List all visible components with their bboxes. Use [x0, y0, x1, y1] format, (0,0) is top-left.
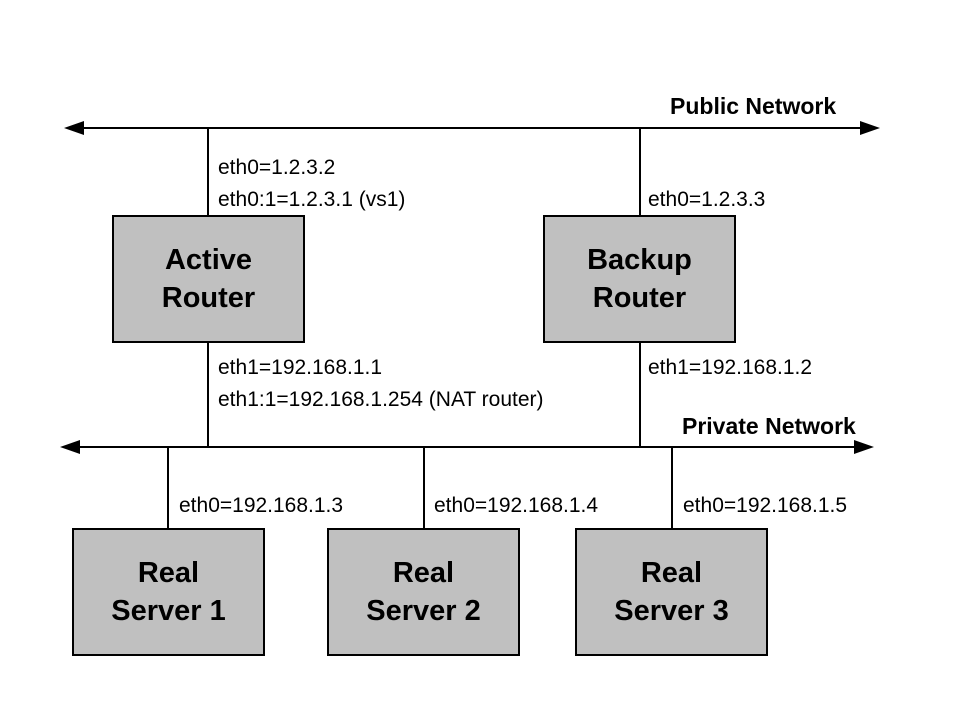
backup-router-label-line2: Router	[592, 282, 687, 314]
real-server-2-box: Real Server 2	[327, 528, 520, 656]
iface-label-eth0-1: eth0:1=1.2.3.1 (vs1)	[218, 188, 406, 211]
real-server-3-label-line2: Server 3	[614, 595, 729, 627]
iface-label-eth1-1: eth1:1=192.168.1.254 (NAT router)	[218, 388, 544, 411]
private-network-label: Private Network	[682, 413, 856, 439]
connector-backup-router-private	[639, 342, 641, 447]
connector-backup-router-public	[639, 128, 641, 216]
connector-active-router-private	[207, 342, 209, 447]
backup-router-private-iface-label: eth1=192.168.1.2	[648, 352, 812, 384]
real-server-1-iface-label: eth0=192.168.1.3	[179, 490, 343, 522]
real-server-3-box: Real Server 3	[575, 528, 768, 656]
iface-label-eth0: eth0=1.2.3.3	[648, 188, 766, 211]
active-router-box: Active Router	[112, 215, 305, 343]
iface-label-eth0: eth0=192.168.1.4	[434, 494, 599, 517]
public-network-label: Public Network	[670, 93, 837, 119]
real-server-1-label-line2: Server 1	[111, 595, 226, 627]
real-server-3-iface-label: eth0=192.168.1.5	[683, 490, 847, 522]
iface-label-eth1: eth1=192.168.1.2	[648, 356, 813, 379]
real-server-3-label-line1: Real	[640, 557, 703, 589]
iface-label-eth1: eth1=192.168.1.1	[218, 356, 383, 379]
iface-label-eth0: eth0=1.2.3.2	[218, 156, 336, 179]
real-server-2-label-line1: Real	[392, 557, 455, 589]
private-network-right-arrow-icon	[854, 440, 874, 454]
iface-label-eth0: eth0=192.168.1.3	[179, 494, 344, 517]
real-server-1-box: Real Server 1	[72, 528, 265, 656]
private-network-left-arrow-icon	[60, 440, 80, 454]
connector-real-server-2	[423, 447, 425, 528]
active-router-private-iface-labels: eth1=192.168.1.1 eth1:1=192.168.1.254 (N…	[218, 352, 544, 416]
iface-label-eth0: eth0=192.168.1.5	[683, 494, 848, 517]
public-network-left-arrow-icon	[64, 121, 84, 135]
backup-router-public-iface-label: eth0=1.2.3.3	[648, 184, 765, 216]
private-network-line	[70, 446, 862, 448]
connector-active-router-public	[207, 128, 209, 216]
real-server-2-label-line2: Server 2	[366, 595, 481, 627]
real-server-2-iface-label: eth0=192.168.1.4	[434, 490, 598, 522]
active-router-label-line2: Router	[161, 282, 256, 314]
active-router-label-line1: Active	[164, 244, 253, 276]
public-network-right-arrow-icon	[860, 121, 880, 135]
backup-router-box: Backup Router	[543, 215, 736, 343]
connector-real-server-3	[671, 447, 673, 528]
active-router-public-iface-labels: eth0=1.2.3.2 eth0:1=1.2.3.1 (vs1)	[218, 152, 405, 216]
connector-real-server-1	[167, 447, 169, 528]
public-network-line	[74, 127, 868, 129]
backup-router-label-line1: Backup	[587, 244, 692, 276]
real-server-1-label-line1: Real	[137, 557, 200, 589]
